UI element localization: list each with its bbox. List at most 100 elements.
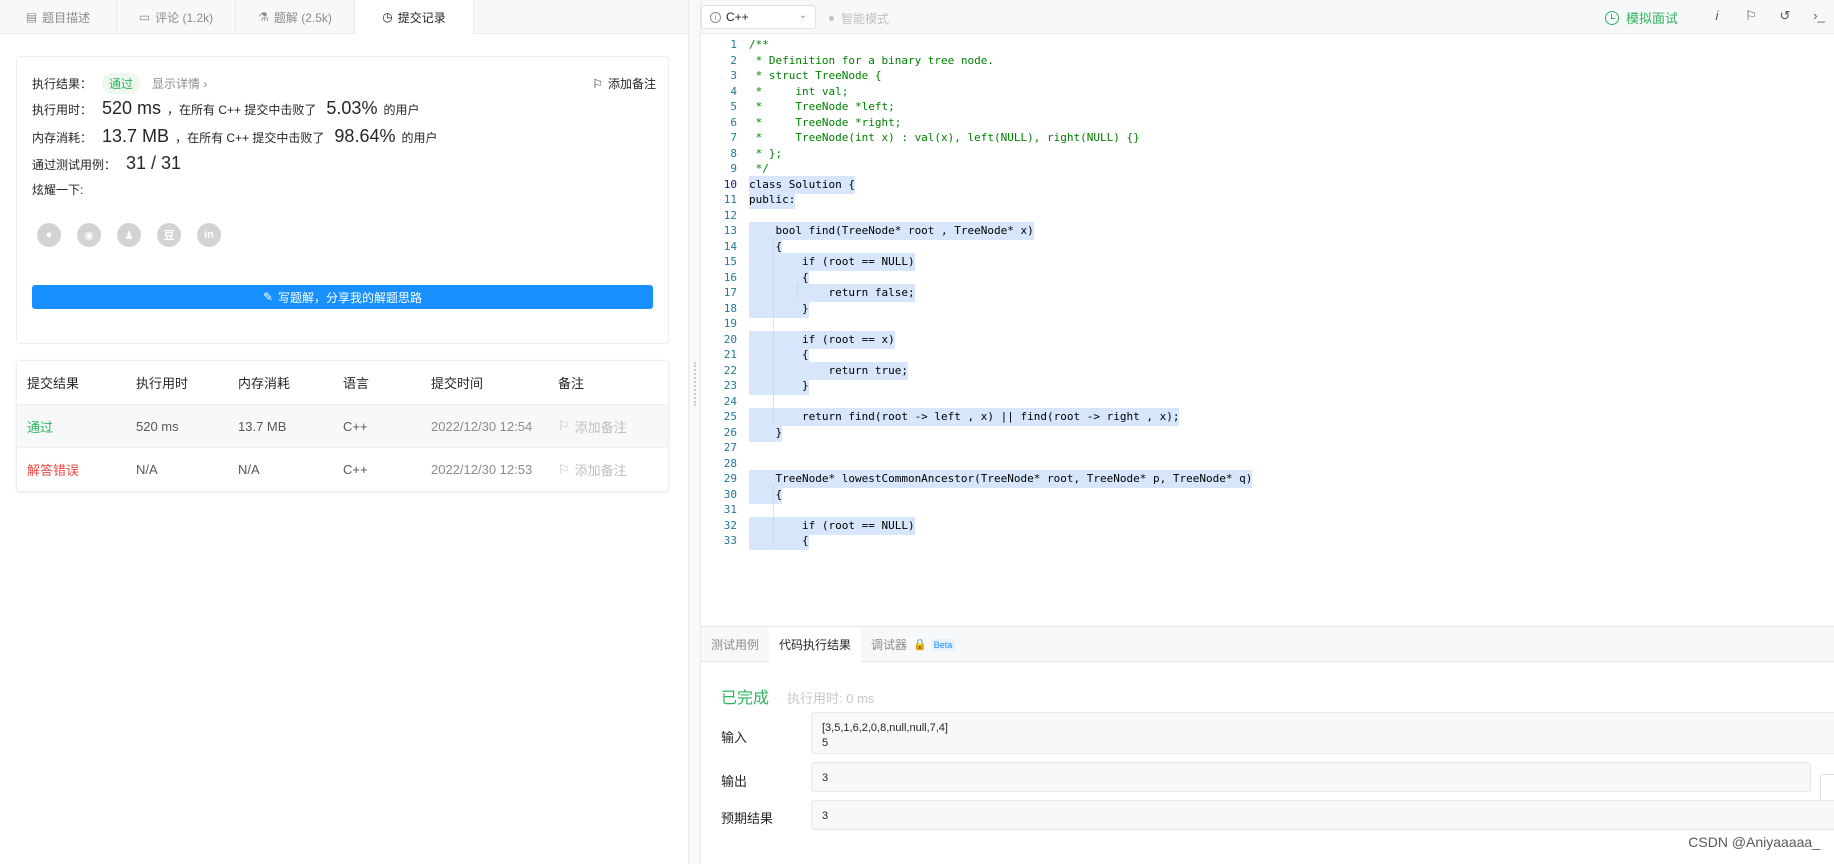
tab-run-result-label: 代码执行结果 [779,638,852,652]
panel-splitter[interactable] [688,0,701,864]
line-number: 2 [730,53,737,67]
line-number: 12 [723,208,737,222]
code-line: */ [749,162,769,175]
tab-solutions-label: 题解 (2.5k) [273,10,332,25]
info-icon: i [710,11,721,23]
add-note-button[interactable]: ⚐ 添加备注 [592,75,656,92]
line-number: 10 [723,177,737,191]
exec-time-percent: 5.03% [326,98,378,118]
indent-guide [773,237,774,424]
tab-description[interactable]: ▤ 题目描述 [0,0,117,34]
line-number: 19 [723,317,737,330]
line-number: 14 [723,239,737,253]
alarm-clock-icon [1605,10,1619,25]
code-line: class Solution { [749,175,855,194]
code-line: return false; [749,284,915,302]
tab-test-cases[interactable]: 测试用例 [701,627,769,662]
add-note-button[interactable]: ⚐ 添加备注 [558,460,668,479]
expected-value: 3 [811,800,1834,830]
wechat-icon[interactable]: ● [37,223,61,247]
code-line: * Definition for a binary tree node. [749,53,995,67]
submission-language: C++ [343,418,368,434]
line-number: 25 [723,410,737,423]
tab-debugger-label: 调试器 [871,638,908,652]
memory-row: 内存消耗： 13.7 MB ，在所有 C++ 提交中击败了 98.64% 的用户 [32,126,438,147]
description-icon: ▤ [25,10,38,24]
submission-time: N/A [136,462,158,477]
mock-interview-button[interactable]: 模拟面试 [1605,8,1678,27]
line-number: 7 [730,131,737,144]
exec-result-row: 执行结果： 通过 显示详情 › [32,73,207,94]
line-number: 22 [723,363,737,377]
tab-comments[interactable]: ▭ 评论 (1.2k) [117,0,236,34]
code-line: return find(root -> left , x) || find(ro… [749,408,1180,426]
share-row: 炫耀一下: [32,181,83,198]
problem-tabs: ▤ 题目描述 ▭ 评论 (1.2k) ⚗ 题解 (2.5k) ◷ 提交记录 [0,0,688,34]
header-result: 提交结果 [27,376,80,391]
reset-icon[interactable]: ↺ [1779,8,1791,23]
beta-badge: Beta [930,638,956,651]
linkedin-icon[interactable]: in [197,223,221,247]
code-line: { [749,532,809,550]
run-elapsed: 执行用时: 0 ms [787,691,875,706]
memory-suffix: 的用户 [401,131,438,145]
status-dot-icon [829,16,834,21]
input-label: 输入 [721,730,748,745]
pencil-icon: ✎ [262,290,274,304]
code-line: } [749,377,809,395]
flag-icon: ⚐ [592,76,603,91]
show-details-link[interactable]: 显示详情 › [152,77,208,91]
language-select[interactable]: i C++ ⌄ [701,5,816,29]
tab-debugger[interactable]: 调试器 🔒 Beta [861,627,965,662]
exec-time-value: 520 ms [102,98,162,118]
submission-timestamp: 2022/12/30 12:53 [431,462,533,477]
indent-guide [773,485,774,548]
qq-icon[interactable]: ♟ [117,223,141,247]
drag-handle-icon[interactable] [694,362,696,406]
line-number: 23 [723,379,737,392]
left-panel: ▤ 题目描述 ▭ 评论 (1.2k) ⚗ 题解 (2.5k) ◷ 提交记录 执行… [0,0,688,864]
social-share-icons: ● ◉ ♟ 豆 in [37,223,221,247]
write-solution-button[interactable]: ✎ 写题解，分享我的解题思路 [32,285,653,309]
table-header: 提交结果 执行用时 内存消耗 语言 提交时间 备注 [17,361,668,405]
header-memory: 内存消耗 [238,376,291,391]
weibo-icon[interactable]: ◉ [77,223,101,247]
line-number: 8 [730,146,737,160]
result-card: 执行结果： 通过 显示详情 › ⚐ 添加备注 执行用时： 520 ms ，在所有… [16,56,669,344]
line-number: 30 [723,487,737,501]
share-label: 炫耀一下: [32,183,84,197]
exec-result-label: 执行结果： [32,77,93,91]
info-icon[interactable]: i [1715,8,1719,23]
code-line: { [749,346,809,364]
tab-solutions[interactable]: ⚗ 题解 (2.5k) [236,0,355,34]
table-row[interactable]: 解答错误 N/A N/A C++ 2022/12/30 12:53 ⚐ 添加备注 [17,448,668,491]
tab-submissions[interactable]: ◷ 提交记录 [355,0,474,34]
submission-status[interactable]: 通过 [27,419,54,435]
table-row[interactable]: 通过 520 ms 13.7 MB C++ 2022/12/30 12:54 ⚐… [17,405,668,448]
tab-comments-label: 评论 (1.2k) [155,10,214,25]
test-cases-value: 31 / 31 [126,153,182,173]
tab-submissions-label: 提交记录 [397,10,446,25]
submission-time: 520 ms [136,418,179,434]
exec-time-label: 执行用时： [32,103,93,117]
tab-run-result[interactable]: 代码执行结果 [769,627,862,662]
code-line: } [749,299,809,318]
submission-status[interactable]: 解答错误 [27,463,80,478]
console-panel: 测试用例 代码执行结果 调试器 🔒 Beta 已完成 执行用时: 0 ms 输入… [701,626,1834,864]
smart-mode-toggle[interactable]: 智能模式 [829,10,889,27]
lock-icon: 🔒 [913,639,927,651]
line-number: 17 [723,286,737,299]
tab-test-cases-label: 测试用例 [711,638,760,652]
add-note-button[interactable]: ⚐ 添加备注 [558,417,668,436]
douban-icon[interactable]: 豆 [157,223,181,247]
add-note-label: 添加备注 [607,77,656,91]
status-badge: 通过 [102,73,141,94]
flag-icon[interactable]: ⚐ [1745,8,1757,23]
tab-description-label: 题目描述 [42,10,91,25]
submission-memory: 13.7 MB [238,418,287,434]
terminal-icon[interactable]: ›_ [1813,8,1825,23]
code-line: public: [749,191,796,209]
line-number: 3 [730,69,737,82]
header-time: 执行用时 [136,376,189,391]
